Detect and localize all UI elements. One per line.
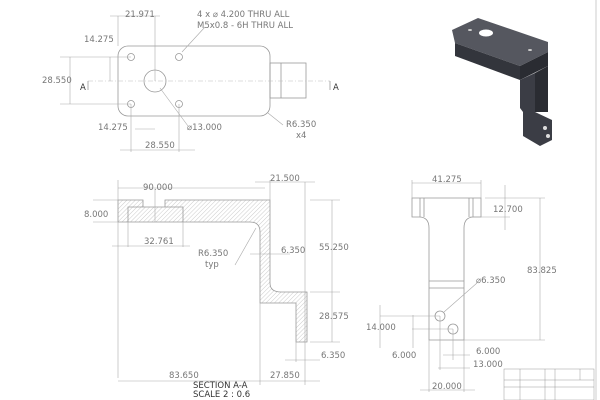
dim-83650: 83.650 [169, 371, 199, 381]
dim-28550-left: 28.550 [42, 76, 72, 86]
mount-hole [175, 53, 183, 61]
dim-radius-section: R6.350 [198, 249, 228, 259]
dim-8: 8.000 [84, 210, 108, 220]
dim-14275-bottom: 14.275 [98, 123, 128, 133]
dim-radius-count: x4 [296, 131, 306, 141]
dim-6-right: 6.000 [476, 347, 500, 357]
dim-21971: 21.971 [125, 10, 155, 20]
dim-83825: 83.825 [527, 266, 557, 276]
extension-outline [269, 62, 307, 99]
dim-55250: 55.250 [319, 243, 349, 253]
section-scale: SCALE 2 : 0.6 [193, 390, 250, 400]
dim-28550-bottom: 28.550 [145, 141, 175, 151]
dim-dia6350: ⌀6.350 [476, 276, 505, 286]
dim-6350-wall: 6.350 [281, 246, 305, 256]
section-view [93, 180, 340, 385]
dim-21500: 21.500 [270, 174, 300, 184]
dim-90: 90.000 [143, 183, 173, 193]
dim-dia13: ⌀13.000 [187, 123, 222, 133]
top-view [60, 15, 331, 152]
dim-14: 14.000 [366, 323, 396, 333]
hole-note-2: M5x0.8 - 6H THRU ALL [197, 21, 293, 31]
section-label-left: A [80, 83, 86, 93]
isometric-view [452, 18, 552, 146]
dim-radius-typ: typ [205, 260, 219, 270]
dim-6350-bottom: 6.350 [321, 351, 345, 361]
section-title: SECTION A-A [193, 381, 248, 391]
dim-32761: 32.761 [144, 237, 174, 247]
dim-6-left: 6.000 [392, 351, 416, 361]
dim-41275: 41.275 [432, 175, 462, 185]
dim-13: 13.000 [473, 360, 503, 370]
dim-radius: R6.350 [286, 120, 316, 130]
side-view [379, 180, 545, 392]
section-label-right: A [333, 83, 339, 93]
dim-27850: 27.850 [270, 371, 300, 381]
side-outline [411, 197, 482, 341]
dim-14275-top: 14.275 [84, 35, 114, 45]
hole-note-1: 4 x ⌀ 4.200 THRU ALL [197, 10, 290, 20]
section-hatch [117, 199, 308, 343]
dim-12700: 12.700 [493, 205, 523, 215]
dim-28575: 28.575 [319, 312, 349, 322]
dim-20: 20.000 [432, 382, 462, 392]
title-block [503, 368, 595, 400]
